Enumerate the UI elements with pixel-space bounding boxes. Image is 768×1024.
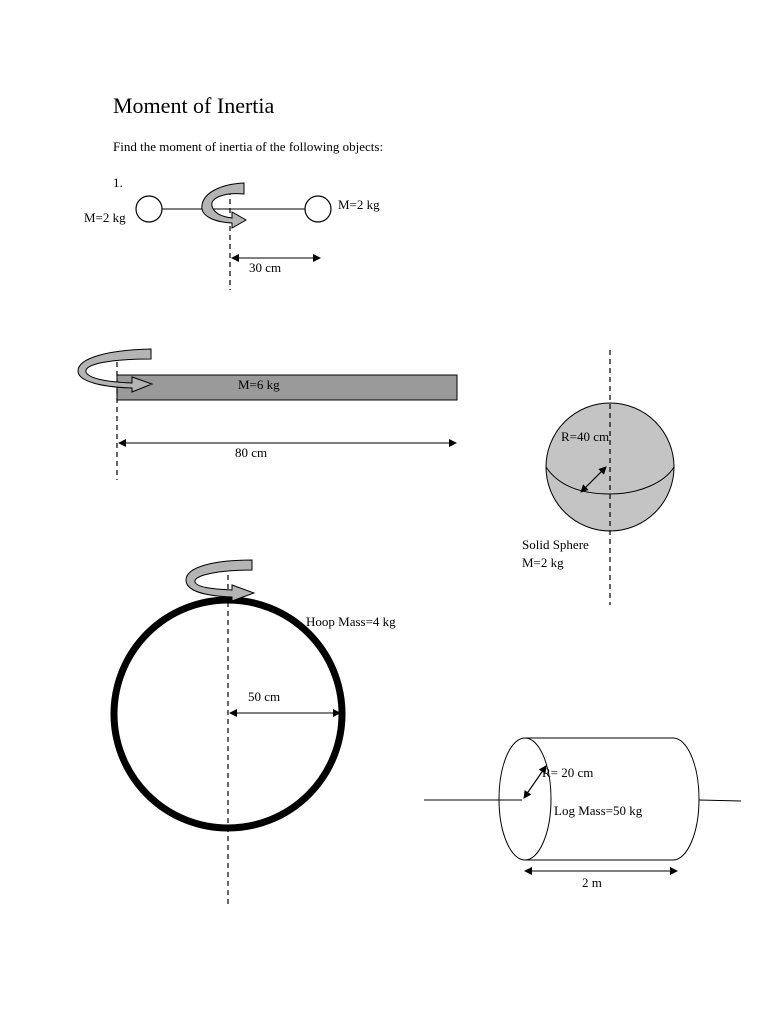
- sphere-radius-label: R=40 cm: [561, 429, 610, 444]
- dumbbell-distance-label: 30 cm: [249, 260, 282, 275]
- log-radius-label: R= 20 cm: [542, 765, 594, 780]
- log-length-label: 2 m: [582, 875, 602, 890]
- log-body: [525, 737, 700, 861]
- hoop-figure: [110, 559, 346, 905]
- rod-rotation-arrow-icon: [77, 348, 154, 393]
- rod-figure: [77, 348, 458, 480]
- rod-length-label: 80 cm: [235, 445, 268, 460]
- hoop-rotation-arrow-icon: [185, 559, 256, 602]
- dumbbell-figure: [135, 182, 332, 290]
- log-end-face: [498, 737, 552, 861]
- dumbbell-rotation-arrow-icon: [201, 182, 248, 229]
- sphere-radius-arrow: [580, 466, 607, 493]
- dumbbell-mass-right: [304, 195, 332, 223]
- log-radius-arrow: [523, 765, 547, 799]
- problem-number: 1.: [113, 175, 123, 190]
- sphere-figure: [545, 350, 675, 605]
- dumbbell-mass-right-label: M=2 kg: [338, 197, 380, 212]
- rod-mass-label: M=6 kg: [238, 377, 280, 392]
- log-axis-right: [698, 799, 742, 802]
- dumbbell-mass-left: [135, 195, 163, 223]
- instruction-text: Find the moment of inertia of the follow…: [113, 139, 384, 154]
- hoop-radius-label: 50 cm: [248, 689, 281, 704]
- log-mass-label: Log Mass=50 kg: [554, 803, 643, 818]
- hoop-mass-label: Hoop Mass=4 kg: [306, 614, 396, 629]
- sphere-mass-label: M=2 kg: [522, 555, 564, 570]
- page-title: Moment of Inertia: [113, 93, 275, 118]
- dumbbell-mass-left-label: M=2 kg: [84, 210, 126, 225]
- log-figure: [424, 737, 742, 875]
- sphere-name-label: Solid Sphere: [522, 537, 589, 552]
- rod-bar: [116, 374, 458, 401]
